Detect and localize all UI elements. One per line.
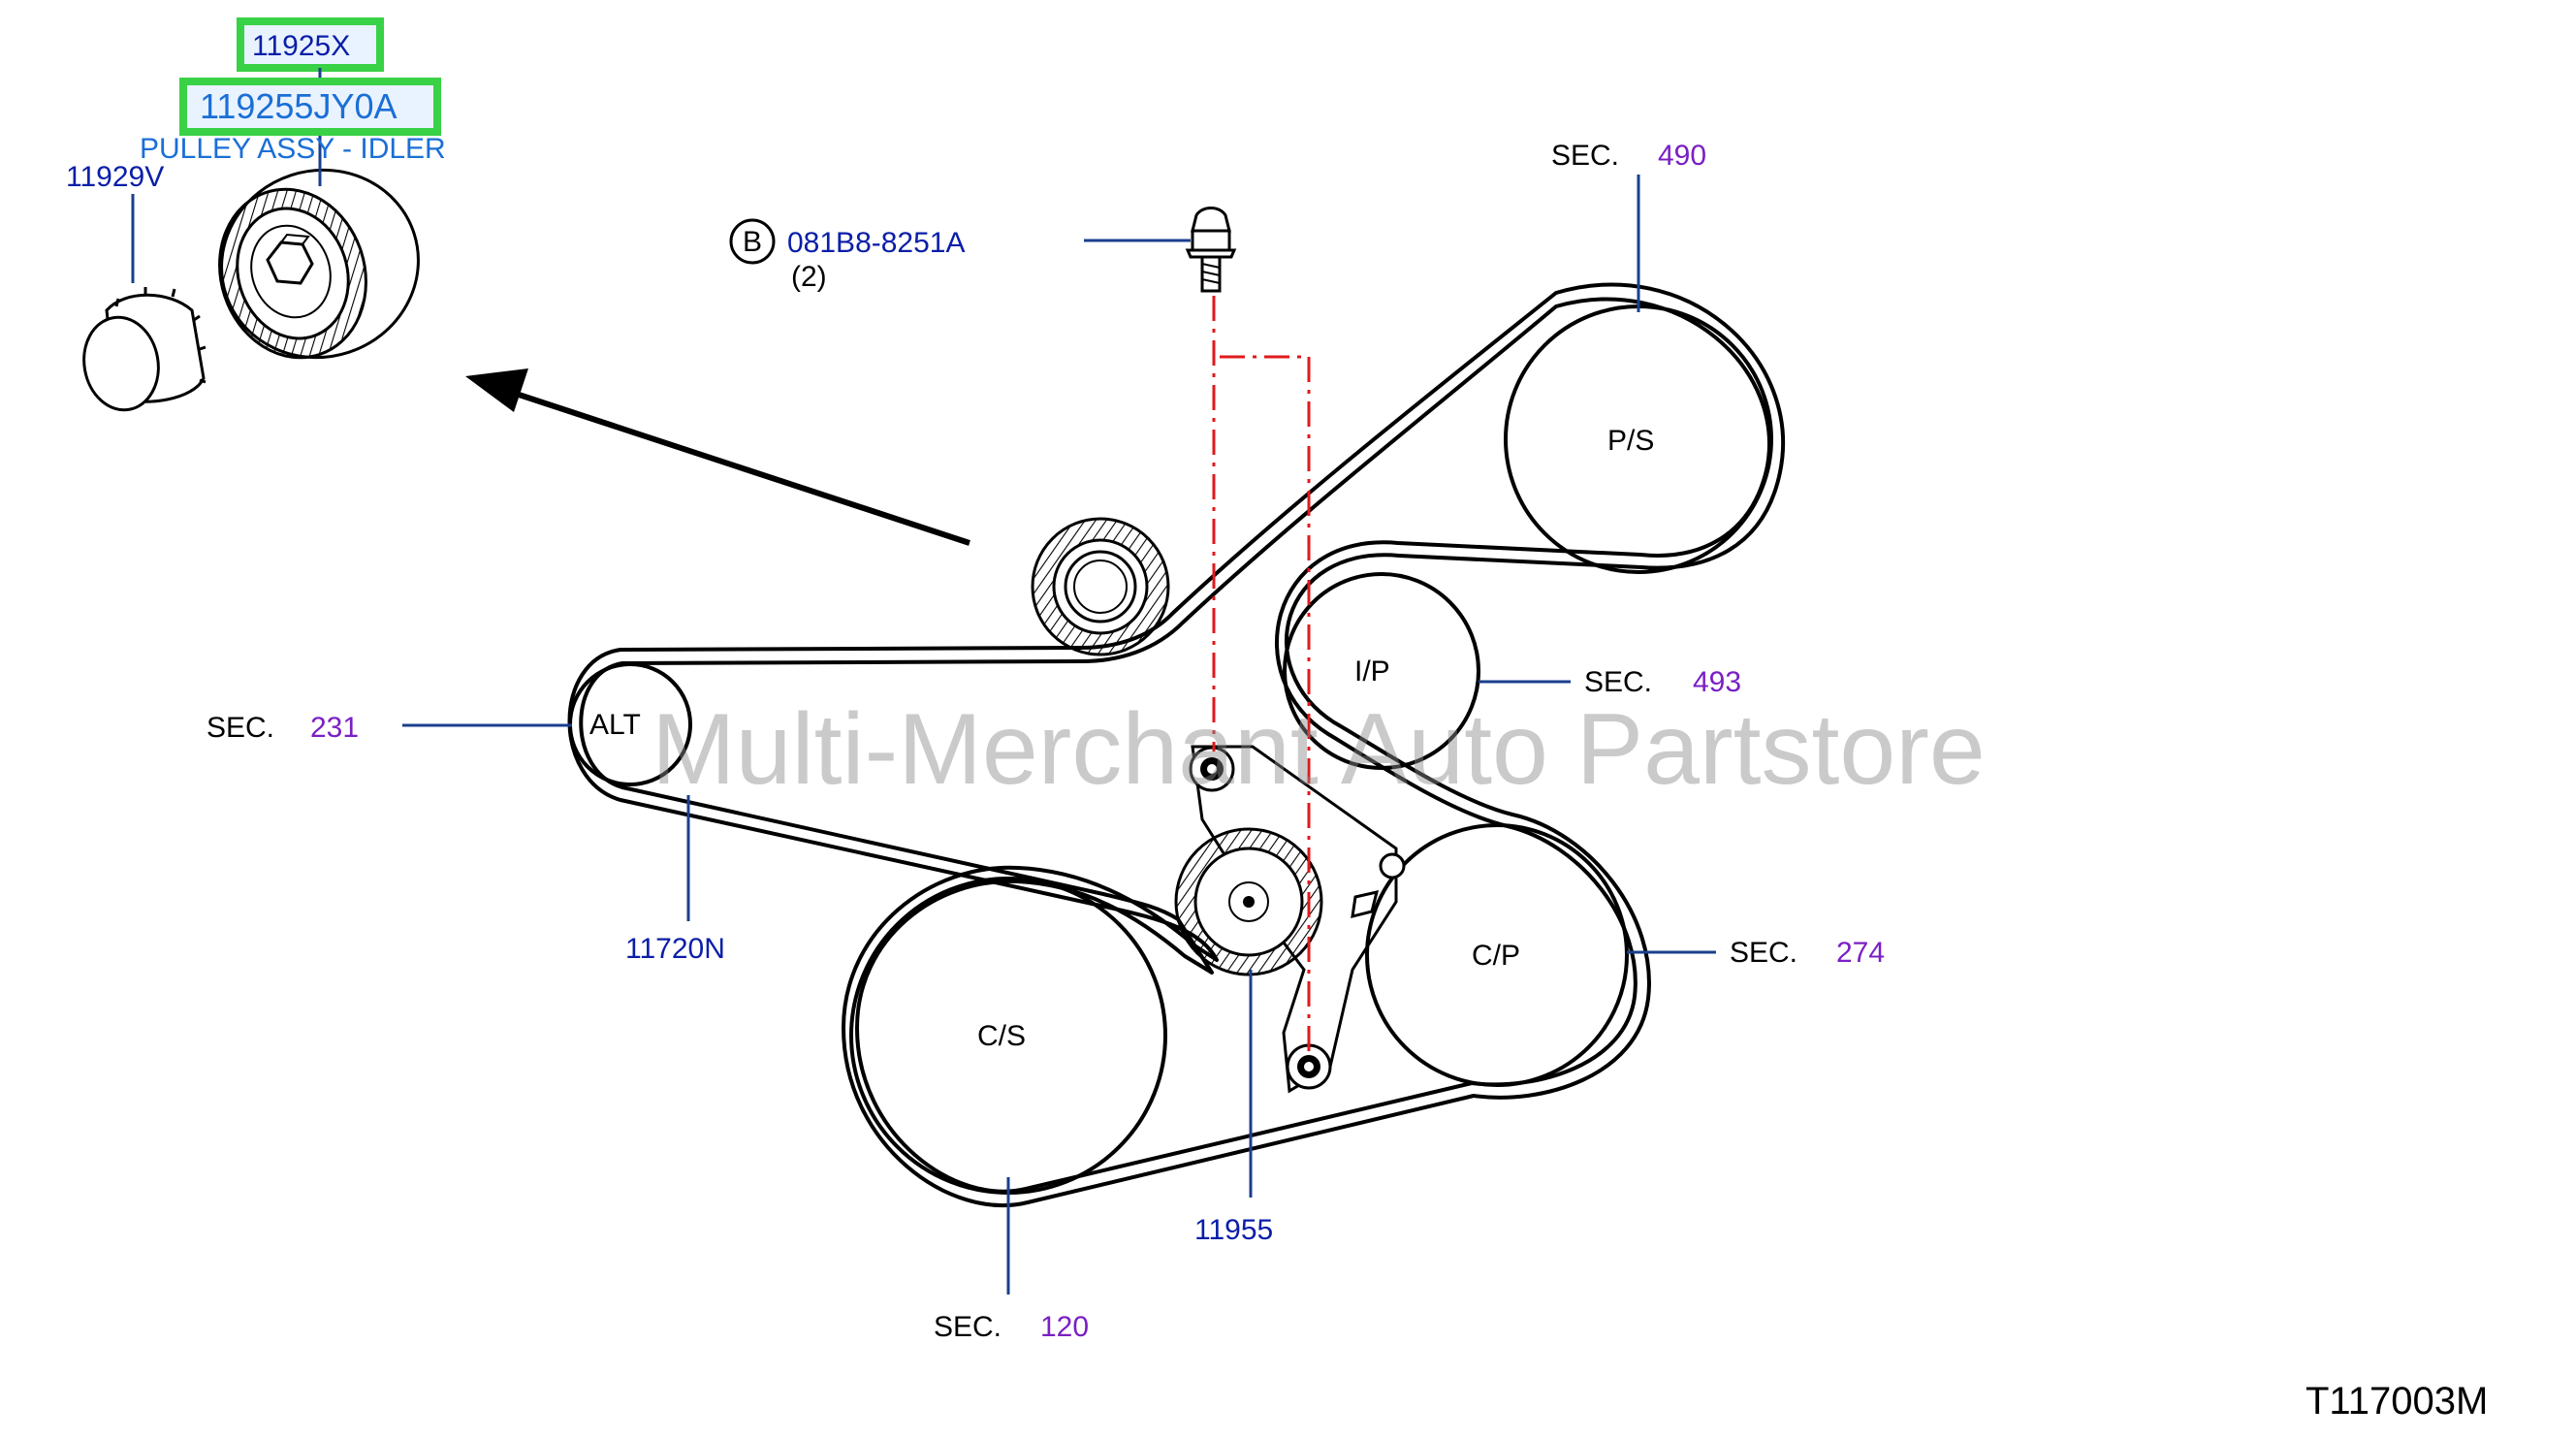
sec-callout-ip[interactable]: SEC. 493 — [1479, 666, 1741, 698]
svg-text:490: 490 — [1658, 140, 1706, 172]
sec-callout-alt[interactable]: SEC. 231 — [207, 712, 572, 744]
part-description: PULLEY ASSY - IDLER — [140, 133, 446, 165]
svg-text:SEC.: SEC. — [1551, 140, 1619, 172]
pulley-label-ps: P/S — [1607, 425, 1654, 457]
pulley-label-cp: C/P — [1472, 940, 1520, 972]
idler-pulley-assembly-icon[interactable] — [197, 144, 442, 383]
svg-text:SEC.: SEC. — [1730, 937, 1797, 969]
part-number-tensioner[interactable]: 11955 — [1194, 1214, 1273, 1246]
watermark: Multi-Merchant Auto Partstore — [652, 693, 1986, 806]
part-number-main[interactable]: 119255JY0A — [200, 86, 398, 126]
svg-text:493: 493 — [1693, 666, 1741, 698]
sec-callout-cp[interactable]: SEC. 274 — [1627, 937, 1885, 969]
part-number-11925x[interactable]: 11925X — [252, 30, 350, 62]
pulley-label-ip: I/P — [1354, 656, 1390, 688]
svg-text:SEC.: SEC. — [207, 712, 274, 744]
upper-idler-pulley — [1031, 517, 1170, 656]
pulley-label-cs: C/S — [977, 1020, 1026, 1052]
svg-text:274: 274 — [1836, 937, 1885, 969]
svg-text:SEC.: SEC. — [1584, 666, 1652, 698]
bolt-icon — [1185, 207, 1237, 293]
pulley-cap-icon[interactable] — [77, 287, 207, 416]
pulley-idler — [1283, 572, 1480, 770]
bolt-centerlines — [1212, 296, 1311, 1055]
bolt-code-circle — [729, 218, 776, 265]
svg-text:231: 231 — [310, 712, 359, 744]
sec-callout-ps[interactable]: SEC. 490 — [1551, 140, 1706, 312]
belt-tensioner — [1174, 745, 1406, 1094]
svg-text:120: 120 — [1040, 1311, 1089, 1343]
pulley-coolant-pump — [1365, 823, 1629, 1087]
svg-text:SEC.: SEC. — [934, 1311, 1002, 1343]
part-highlight-box-top — [237, 17, 384, 72]
part-number-cap[interactable]: 11929V — [66, 161, 164, 193]
part-highlight-box-main — [179, 78, 441, 136]
exploded-view-arrow — [465, 368, 970, 546]
diagram-id: T117003M — [2306, 1380, 2488, 1423]
bolt-quantity: (2) — [791, 261, 827, 293]
bolt-code-letter: B — [743, 226, 762, 258]
sec-callout-cs[interactable]: SEC. 120 — [934, 1177, 1089, 1343]
bolt-part-number[interactable]: 081B8-8251A — [787, 227, 966, 259]
part-number-belt[interactable]: 11720N — [625, 933, 725, 965]
pulley-label-alt: ALT — [589, 709, 641, 741]
